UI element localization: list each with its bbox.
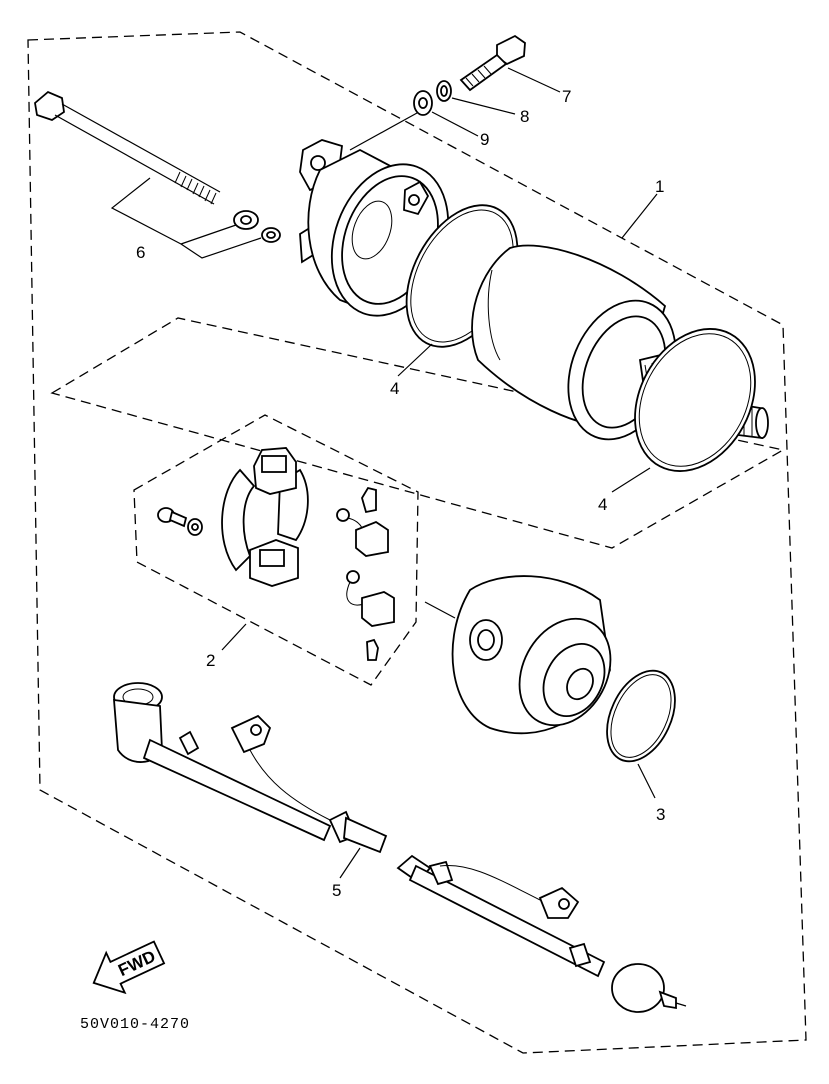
through-bolt — [34, 90, 221, 205]
brush-upper — [336, 486, 389, 557]
yoke-body — [471, 244, 677, 441]
callout-4-upper: 4 — [390, 379, 399, 398]
leader-9 — [431, 111, 479, 137]
callout-4-lower: 4 — [598, 495, 607, 514]
lock-washer-8 — [436, 80, 452, 102]
bolt-7 — [459, 34, 526, 92]
callout-3: 3 — [656, 805, 665, 824]
callout-6: 6 — [136, 243, 145, 262]
screw-small — [157, 507, 203, 536]
rear-cover — [451, 575, 612, 735]
leader-4-lower — [611, 467, 651, 493]
fwd-arrow: FWD — [92, 940, 166, 995]
washer-6a — [233, 210, 259, 230]
wire-harness — [396, 854, 687, 1013]
leader-5 — [339, 847, 361, 879]
leader-9-cover — [349, 112, 418, 151]
leader-8 — [451, 97, 516, 115]
assembly-boundary — [27, 31, 807, 1054]
callout-2: 2 — [206, 651, 215, 670]
brush-lower — [346, 570, 395, 661]
leader-3 — [637, 763, 656, 799]
washer-6b — [261, 227, 281, 243]
washer-9 — [413, 90, 433, 116]
brush-holder — [221, 447, 309, 587]
callout-9: 9 — [480, 130, 489, 149]
callout-5: 5 — [332, 881, 341, 900]
lead-wire — [113, 682, 388, 854]
callout-1: 1 — [655, 177, 664, 196]
leader-7 — [507, 67, 561, 93]
callout-8: 8 — [520, 107, 529, 126]
leader-rear-cover — [424, 601, 456, 619]
leader-2 — [221, 623, 247, 651]
leader-6 — [110, 177, 262, 259]
o-ring-4-lower — [634, 328, 756, 472]
leader-4-upper — [397, 343, 433, 377]
group-2-boundary — [133, 414, 419, 686]
drawing-code: 50V010-4270 — [80, 1016, 190, 1033]
leader-1 — [621, 193, 658, 239]
callout-7: 7 — [562, 87, 571, 106]
group-1-boundary — [50, 317, 785, 549]
